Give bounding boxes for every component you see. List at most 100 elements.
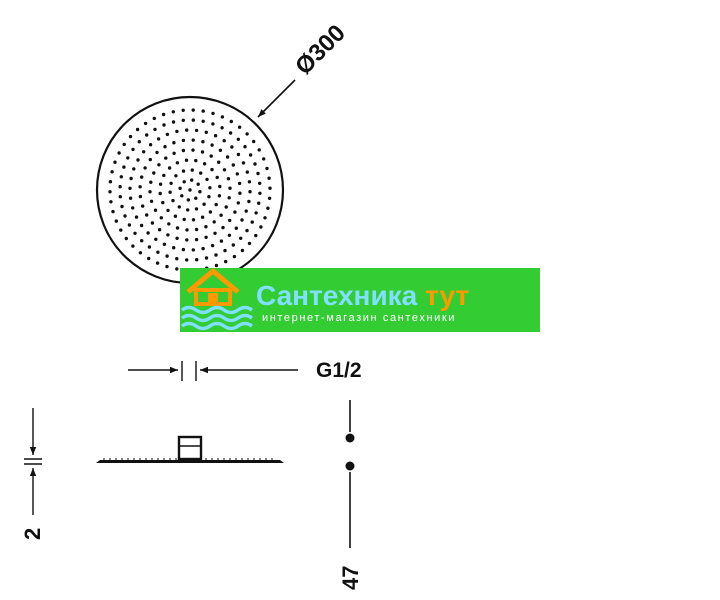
spray-nozzle [175, 267, 179, 271]
spray-nozzle [191, 118, 195, 122]
spray-nozzle [181, 148, 186, 153]
spray-nozzle [172, 151, 176, 155]
spray-nozzle [218, 148, 223, 152]
house-on-waves-icon [180, 268, 254, 331]
spray-nozzle [137, 140, 141, 144]
spray-nozzle [175, 161, 180, 165]
spray-nozzle [245, 228, 249, 233]
spray-nozzle [222, 168, 227, 172]
spray-nozzle [147, 256, 151, 261]
thickness-label: 2 [20, 528, 45, 540]
spray-nozzle [153, 208, 158, 212]
spray-nozzle [136, 158, 140, 162]
spray-nozzle [225, 155, 230, 159]
spray-nozzle [114, 219, 119, 223]
spray-nozzle [208, 186, 212, 190]
spray-nozzle [181, 247, 186, 252]
spray-nozzle [217, 160, 221, 164]
spray-nozzle [204, 256, 209, 260]
spray-nozzle [185, 238, 189, 242]
spray-nozzle [236, 152, 241, 157]
spray-nozzle [194, 227, 199, 232]
spray-nozzle [128, 186, 132, 190]
spray-nozzle [165, 264, 169, 269]
spray-nozzle [258, 181, 262, 185]
spray-nozzle [158, 191, 162, 196]
spray-nozzle [190, 178, 194, 182]
spray-nozzle [240, 218, 244, 222]
spray-nozzle [200, 150, 205, 154]
spray-nozzle [236, 201, 240, 205]
spray-nozzle [182, 180, 186, 184]
spray-nozzle [256, 171, 260, 176]
spray-nozzle [202, 162, 207, 166]
spray-nozzle [171, 198, 175, 203]
spray-nozzle [237, 181, 242, 186]
spray-nozzle [202, 202, 206, 206]
spray-nozzle [220, 126, 224, 130]
spray-nozzle [166, 233, 170, 237]
spray-nozzle [118, 185, 122, 189]
spray-nozzle [254, 233, 258, 238]
spray-nozzle [209, 154, 213, 158]
spray-nozzle [132, 167, 136, 171]
spray-nozzle [247, 199, 251, 204]
spray-nozzle [164, 156, 168, 160]
watermark-logo: Сантехника тут интернет-магазин сантехни… [180, 268, 540, 332]
spray-nozzle [145, 133, 149, 137]
spray-nozzle [201, 119, 205, 124]
spray-nozzle [148, 157, 152, 162]
spray-nozzle [185, 228, 189, 232]
spray-nozzle [154, 237, 158, 241]
spray-nozzle [235, 172, 239, 176]
spray-nozzle [131, 244, 135, 248]
spray-nozzle [185, 128, 189, 132]
spray-nozzle [220, 115, 225, 119]
spray-nozzle [214, 202, 218, 207]
spray-nozzle [194, 196, 198, 200]
spray-nozzle [178, 186, 182, 190]
spray-nozzle [244, 209, 248, 213]
spray-nozzle [127, 223, 132, 227]
height-label: 47 [338, 566, 363, 590]
spray-nozzle [195, 258, 199, 262]
spray-nozzle [108, 190, 112, 194]
spray-nozzle [171, 110, 175, 114]
spray-nozzle [142, 150, 146, 154]
spray-nozzle [237, 125, 242, 129]
spray-nozzle [162, 173, 166, 178]
spray-nozzle [134, 215, 139, 219]
spray-nozzle [211, 111, 215, 116]
spray-nozzle [148, 190, 152, 194]
spray-nozzle [201, 246, 205, 251]
spray-nozzle [155, 261, 160, 265]
spray-nozzle [263, 216, 267, 220]
spray-nozzle [181, 108, 185, 113]
spray-nozzle [128, 134, 133, 139]
spray-nozzle [181, 138, 186, 143]
spray-nozzle [243, 145, 247, 149]
spray-nozzle [123, 214, 127, 218]
spray-nozzle [248, 190, 252, 194]
spray-nozzle [234, 226, 238, 230]
spray-nozzle [185, 258, 189, 262]
spray-nozzle [222, 139, 226, 143]
spray-nozzle [230, 145, 234, 149]
spray-nozzle [188, 188, 192, 192]
spray-nozzle [204, 130, 208, 134]
spray-nozzle [245, 132, 249, 136]
spray-nozzle [196, 182, 200, 186]
spray-nozzle [157, 228, 162, 232]
spray-nozzle [162, 123, 166, 127]
spray-nozzle [257, 201, 261, 205]
spray-nozzle [226, 177, 231, 181]
spray-nozzle [208, 210, 213, 214]
spray-nozzle [215, 175, 219, 180]
spray-nozzle [191, 218, 196, 222]
spray-nozzle [163, 145, 167, 149]
spray-nozzle [162, 242, 167, 246]
spray-nozzle [239, 236, 243, 240]
spray-nozzle [233, 210, 237, 214]
spray-nozzle [175, 236, 179, 240]
